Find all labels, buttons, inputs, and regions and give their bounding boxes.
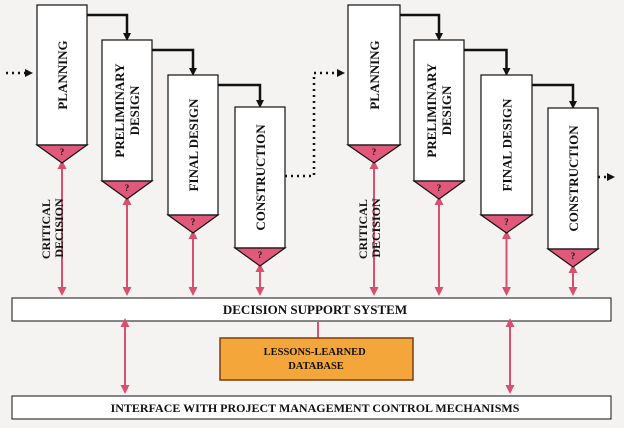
lessons-learned-database-label: LESSONS-LEARNED DATABASE: [264, 347, 369, 372]
cycle2-preliminary-design-label: PRELIMINARYDESIGN: [424, 63, 454, 158]
cycle2-construction-box: ? CONSTRUCTION: [546, 107, 600, 268]
cycle1-final-design-decision-marker: ?: [191, 217, 196, 227]
cycle1-planning-decision-marker: ?: [60, 147, 65, 157]
critical-decision-label-2: CRITICAL DECISION: [356, 197, 383, 259]
cycle2-construction-decision-marker: ?: [571, 251, 576, 261]
lessons-learned-database-box: [219, 337, 414, 381]
cycle1-construction-decision-marker: ?: [258, 250, 263, 260]
cycle1-preliminary-design-rect: [101, 39, 153, 182]
cycle2-preliminary-design-decision-triangle: [412, 180, 466, 200]
cycle2-planning-flow-arrow: [400, 13, 443, 41]
cycle1-preliminary-design-label: PRELIMINARYDESIGN: [112, 63, 142, 158]
cycle2-construction-decision-triangle: [546, 248, 600, 268]
cycle2-planning-box: ? PLANNING: [346, 4, 402, 164]
cycle1-preliminary-design-decision-marker: ?: [125, 183, 130, 193]
interface-bar-label: INTERFACE WITH PROJECT MANAGEMENT CONTRO…: [111, 401, 520, 415]
stage-flow-connectors: [6, 13, 615, 181]
cycle1-planning-box: ? PLANNING: [35, 4, 89, 164]
cycle2-final-design-label: FINAL DESIGN: [500, 98, 515, 191]
cycle1-final-design-flow-arrow: [218, 83, 264, 108]
cycle1-preliminary-design-decision-triangle: [100, 180, 154, 200]
cycle1-construction-decision-triangle: [233, 247, 287, 267]
decision-links: [57, 160, 578, 296]
cycle1-planning-decision-triangle: [35, 144, 89, 164]
cycle2-planning-decision-triangle: [346, 144, 402, 164]
cycle1-final-design-box: ? FINAL DESIGN: [166, 74, 220, 234]
cycle2-preliminary-design-decision-marker: ?: [437, 183, 442, 193]
cycle2-construction-label: CONSTRUCTION: [566, 125, 581, 232]
cycle1-planning-rect: [36, 4, 88, 146]
cycle2-final-design-box: ? FINAL DESIGN: [479, 74, 534, 234]
decision-support-system-label: DECISION SUPPORT SYSTEM: [223, 302, 407, 317]
cycle2-final-design-flow-arrow: [532, 83, 577, 109]
cycle-link-dotted-arrow: [285, 69, 345, 178]
cycle1-preliminary-design-flow-arrow: [152, 48, 197, 76]
cycle2-construction-rect: [547, 107, 599, 250]
cycle1-preliminary-design-box: ? PRELIMINARYDESIGN: [100, 39, 154, 200]
cycle2-planning-rect: [347, 4, 401, 146]
cycle2-final-design-decision-marker: ?: [504, 217, 509, 227]
critical-decision-label-1: CRITICAL DECISION: [39, 197, 66, 259]
cycle2-preliminary-design-box: ? PRELIMINARYDESIGN: [412, 39, 466, 200]
cycle2-final-design-decision-triangle: [479, 214, 534, 234]
cycle1-final-design-rect: [167, 74, 219, 216]
decision-support-system-bar: [11, 297, 612, 322]
cycle1-construction-box: ? CONSTRUCTION: [233, 106, 287, 267]
cycle1-final-design-decision-triangle: [166, 214, 220, 234]
cycle2-planning-label: PLANNING: [367, 40, 382, 109]
cycle1-construction-label: CONSTRUCTION: [253, 124, 268, 231]
cycle2-preliminary-design-flow-arrow: [464, 48, 511, 76]
stage-boxes: ? PLANNING? PRELIMINARYDESIGN? FINAL DESIGN…: [35, 4, 600, 268]
cycle1-final-design-label: FINAL DESIGN: [186, 98, 201, 191]
cycle1-planning-label: PLANNING: [55, 40, 70, 109]
cycle2-preliminary-design-rect: [413, 39, 465, 182]
cycle1-construction-rect: [234, 106, 286, 249]
interface-bar: [11, 395, 612, 420]
cycle2-planning-decision-marker: ?: [372, 147, 377, 157]
cycle1-planning-flow-arrow: [87, 13, 131, 41]
